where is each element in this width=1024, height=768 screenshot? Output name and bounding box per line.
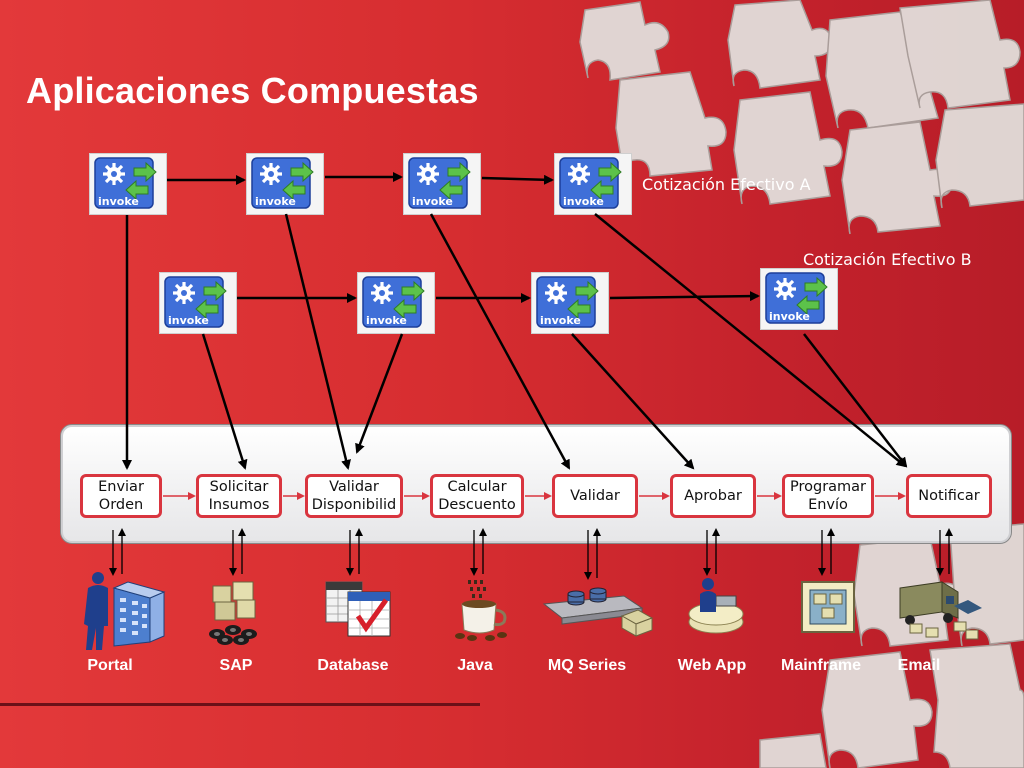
system-label-email: Email (897, 657, 941, 674)
invoke-a1-icon: invoke (89, 153, 167, 215)
web-app-person-icon (688, 578, 744, 634)
step-aprobar: Aprobar (670, 474, 756, 518)
svg-text:invoke: invoke (366, 314, 407, 327)
system-label-mainframe: Mainframe (780, 657, 862, 674)
system-label-sap: SAP (219, 657, 253, 674)
invoke-b3-icon: invoke (531, 272, 609, 334)
invoke-a4-icon: invoke (554, 153, 632, 215)
svg-text:invoke: invoke (563, 195, 604, 208)
system-label-mq-series: MQ Series (547, 657, 627, 674)
portal-building-icon (84, 572, 166, 650)
flow-b-label: Cotización Efectivo B (803, 250, 972, 269)
database-calendar-icon (325, 581, 391, 637)
svg-text:invoke: invoke (412, 195, 453, 208)
system-label-java: Java (457, 657, 493, 674)
step-programar-envio: Programar Envío (782, 474, 874, 518)
step-validar: Validar (552, 474, 638, 518)
invoke-a3-icon: invoke (403, 153, 481, 215)
page-title: Aplicaciones Compuestas (26, 70, 479, 111)
system-label-web-app: Web App (677, 657, 747, 674)
java-coffee-icon (455, 580, 507, 641)
invoke-b4-icon: invoke (760, 268, 838, 330)
mq-conveyor-icon (542, 587, 654, 637)
invoke-b1-icon: invoke (159, 272, 237, 334)
system-label-database: Database (317, 657, 389, 674)
step-notificar: Notificar (906, 474, 992, 518)
svg-text:invoke: invoke (540, 314, 581, 327)
step-calcular-descuento: Calcular Descuento (430, 474, 524, 518)
invoke-a2-icon: invoke (246, 153, 324, 215)
email-truck-icon (899, 581, 982, 640)
invoke-b2-icon: invoke (357, 272, 435, 334)
svg-text:invoke: invoke (98, 195, 139, 208)
step-enviar-orden: Enviar Orden (80, 474, 162, 518)
svg-text:invoke: invoke (255, 195, 296, 208)
mainframe-icon (801, 581, 855, 633)
footer-divider (0, 703, 480, 706)
svg-text:invoke: invoke (769, 310, 810, 323)
svg-text:invoke: invoke (168, 314, 209, 327)
step-solicitar-insumos: Solicitar Insumos (196, 474, 282, 518)
flow-a-label: Cotización Efectivo A (642, 175, 811, 194)
system-label-portal: Portal (87, 657, 133, 674)
sap-boxes-icon (209, 581, 257, 645)
step-validar-disponibilidad: Validar Disponibilid (305, 474, 403, 518)
